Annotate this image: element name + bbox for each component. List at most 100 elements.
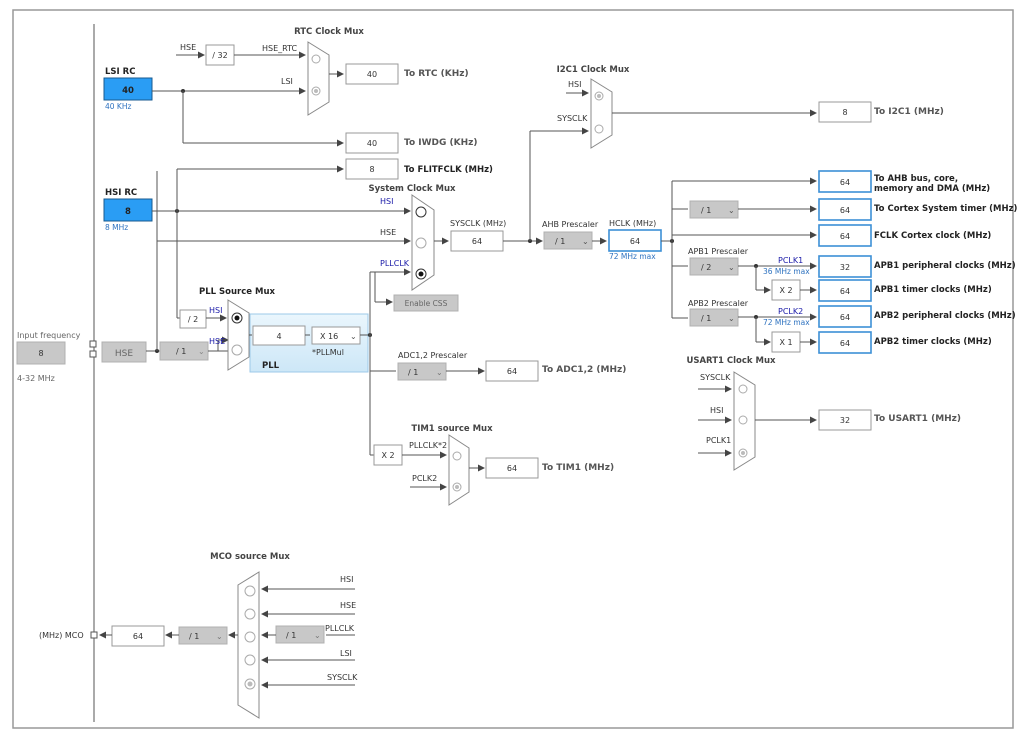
mco-pll-prescaler-value: / 1 xyxy=(286,631,296,640)
cortex-prescaler-value: / 1 xyxy=(701,206,711,215)
adc-output-label: To ADC1,2 (MHz) xyxy=(542,365,626,375)
hsi-rc-label: HSI RC xyxy=(105,188,137,198)
i2c1-output-field xyxy=(818,101,872,123)
pll-multiplier-value: X 16 xyxy=(320,332,338,341)
pclk2-label: PCLK2 xyxy=(778,307,803,316)
iwdg-output-field xyxy=(345,132,399,154)
ahb-output-field[interactable] xyxy=(818,170,872,193)
iwdg-output-label: To IWDG (KHz) xyxy=(404,138,478,148)
flitfclk-output-field xyxy=(345,158,399,180)
hsi-rc-block[interactable] xyxy=(103,198,153,222)
usart1-hsi-label: HSI xyxy=(710,406,723,415)
apb2-timer-output-value: 64 xyxy=(840,339,850,348)
usart1-output-value: 32 xyxy=(840,416,850,425)
fclk-output-value: 64 xyxy=(840,232,850,241)
flitfclk-output-label: To FLITFCLK (MHz) xyxy=(404,165,493,175)
apb1-peripheral-output-field[interactable] xyxy=(818,255,872,278)
pll-source-mux-title: PLL Source Mux xyxy=(199,287,275,297)
cortex-timer-output-value: 64 xyxy=(840,206,850,215)
hse-prediv-value: / 1 xyxy=(176,347,186,356)
chevron-down-icon: ⌄ xyxy=(436,368,443,377)
fclk-output-field[interactable] xyxy=(818,224,872,247)
apb1-prescaler-value: / 2 xyxy=(701,263,711,272)
lsi-rc-sub: 40 KHz xyxy=(105,102,131,111)
tim1-radio-pllclk[interactable] xyxy=(452,451,462,461)
rtc-clock-mux xyxy=(307,41,330,116)
lsi-rc-block[interactable] xyxy=(103,77,153,101)
apb1-timer-output-label: APB1 timer clocks (MHz) xyxy=(874,285,992,295)
usart1-pclk1-label: PCLK1 xyxy=(706,436,731,445)
apb1-prescaler-label: APB1 Prescaler xyxy=(688,247,749,256)
chevron-down-icon: ⌄ xyxy=(350,332,357,341)
enable-css-button[interactable] xyxy=(393,294,459,312)
chevron-down-icon: ⌄ xyxy=(216,632,223,641)
pclk1-max-label: 36 MHz max xyxy=(763,267,810,276)
hclk-label: HCLK (MHz) xyxy=(609,219,656,228)
ahb-output-label-2: memory and DMA (MHz) xyxy=(874,184,990,194)
rtc-mux-radio-hse[interactable] xyxy=(311,54,321,64)
mco-lsi-label: LSI xyxy=(340,649,352,658)
pll-hsi-divider xyxy=(179,309,207,329)
apb2-peripheral-output-value: 64 xyxy=(840,313,850,322)
pll-input-value: 4 xyxy=(276,332,281,341)
sysclk-radio-hsi[interactable] xyxy=(415,206,427,218)
pll-source-hse-label: HSE xyxy=(209,337,225,346)
apb1-timer-output-field[interactable] xyxy=(818,279,872,302)
tim1-mux-title: TIM1 source Mux xyxy=(411,424,493,434)
pll-source-hsi-label: HSI xyxy=(209,306,222,315)
hse-input-frequency-value: 8 xyxy=(38,349,43,358)
i2c1-clock-mux xyxy=(590,78,613,149)
hsi-rc-value: 8 xyxy=(125,207,131,217)
sysclk-radio-hse[interactable] xyxy=(415,237,427,249)
usart1-output-label: To USART1 (MHz) xyxy=(874,414,961,424)
apb1-timer-multiplier-value: X 2 xyxy=(779,286,792,295)
usart1-output-field xyxy=(818,409,872,431)
i2c1-radio-sysclk[interactable] xyxy=(594,124,604,134)
ahb-output-label-1: To AHB bus, core, xyxy=(874,174,958,184)
usart1-sysclk-label: SYSCLK xyxy=(700,373,731,382)
fclk-output-label: FCLK Cortex clock (MHz) xyxy=(874,231,991,241)
mco-radio-hsi[interactable] xyxy=(244,585,256,597)
pll-source-mux xyxy=(227,299,250,371)
apb2-timer-output-field[interactable] xyxy=(818,331,872,354)
usart1-radio-sysclk[interactable] xyxy=(738,384,748,394)
iwdg-output-value: 40 xyxy=(367,139,377,148)
apb2-peripheral-output-field[interactable] xyxy=(818,305,872,328)
hse-input-frequency-field[interactable] xyxy=(16,341,66,365)
hse-block xyxy=(101,341,147,363)
rtc-mux-title: RTC Clock Mux xyxy=(294,27,364,37)
mco-radio-lsi[interactable] xyxy=(244,654,256,666)
mco-radio-pllclk[interactable] xyxy=(244,631,256,643)
pll-label: PLL xyxy=(262,361,280,371)
lsi-rc-value: 40 xyxy=(122,86,134,96)
sysclk-mux-title: System Clock Mux xyxy=(368,184,456,194)
i2c1-output-value: 8 xyxy=(842,108,847,117)
cortex-timer-output-label: To Cortex System timer (MHz) xyxy=(874,204,1018,214)
tim1-pclk2-label: PCLK2 xyxy=(412,474,437,483)
i2c1-mux-title: I2C1 Clock Mux xyxy=(557,65,630,75)
pll-mul-label: *PLLMul xyxy=(312,348,344,357)
ahb-output-value: 64 xyxy=(840,178,850,187)
chevron-down-icon: ⌄ xyxy=(314,631,321,640)
apb2-prescaler-value: / 1 xyxy=(701,314,711,323)
sysclk-mux-hsi-label: HSI xyxy=(380,197,393,206)
flitfclk-output-value: 8 xyxy=(369,165,374,174)
adc-output-field xyxy=(485,360,539,382)
mco-radio-hse[interactable] xyxy=(244,608,256,620)
i2c1-sysclk-label: SYSCLK xyxy=(557,114,588,123)
hse-block-label: HSE xyxy=(115,349,133,359)
chevron-down-icon: ⌄ xyxy=(728,314,735,323)
mco-output-label: (MHz) MCO xyxy=(39,631,84,640)
usart1-radio-hsi[interactable] xyxy=(738,415,748,425)
cortex-timer-output-field[interactable] xyxy=(818,198,872,221)
sysclk-mux-pllclk-label: PLLCLK xyxy=(380,259,410,268)
apb2-timer-output-label: APB2 timer clocks (MHz) xyxy=(874,337,992,347)
tim1-source-mux xyxy=(448,434,470,506)
pll-source-radio-hse[interactable] xyxy=(231,344,243,356)
tim1-output-field xyxy=(485,457,539,479)
usart1-mux-title: USART1 Clock Mux xyxy=(686,356,776,366)
rtc-output-field xyxy=(345,63,399,85)
hsi-rc-sub: 8 MHz xyxy=(105,223,128,232)
apb2-peripheral-output-label: APB2 peripheral clocks (MHz) xyxy=(874,311,1016,321)
